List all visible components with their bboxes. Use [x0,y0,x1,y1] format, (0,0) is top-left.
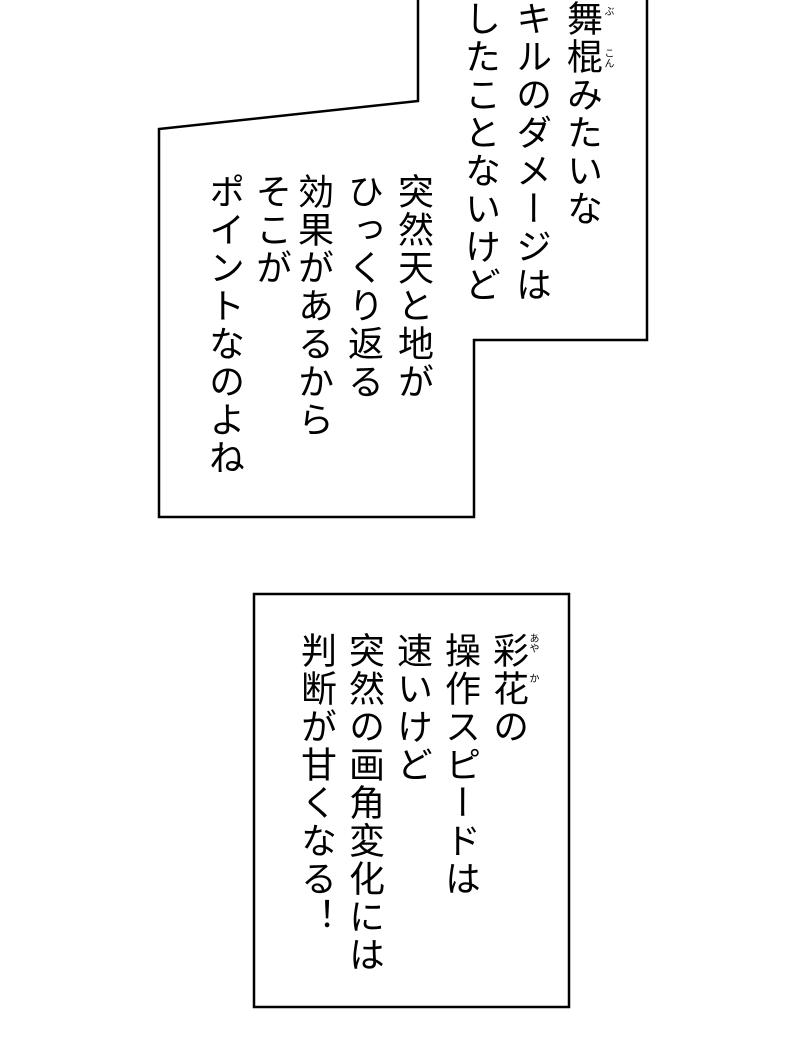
text-line-5: 判断が甘くなる！ [295,632,336,936]
text-line-5: ポイントなのよね [203,173,244,477]
ruby-aya: あや [527,633,538,653]
text-line-2: キルのダメージは [510,0,551,304]
text-line-1: 突然天と地が [392,173,433,401]
text-line-4: そこが [250,173,291,287]
text-line-1: 彩花の [487,632,528,746]
text-line-2: ひっくり返る [342,173,383,401]
text-line-4: 突然の画角変化には [343,632,384,974]
ruby-bu: ぶ [602,6,613,16]
text-line-3: 効果があるから [292,173,333,439]
ruby-ka: か [527,673,538,683]
text-line-2: 操作スピードは [439,632,480,898]
text-line-1: 舞棍みたいな [561,0,602,228]
speech-box-top-border [157,0,649,519]
speech-box-bottom-border [252,592,571,1009]
ruby-kon: こん [602,48,613,68]
text-line-3: 速いけど [391,632,432,784]
text-line-3: したことないけど [459,0,500,304]
